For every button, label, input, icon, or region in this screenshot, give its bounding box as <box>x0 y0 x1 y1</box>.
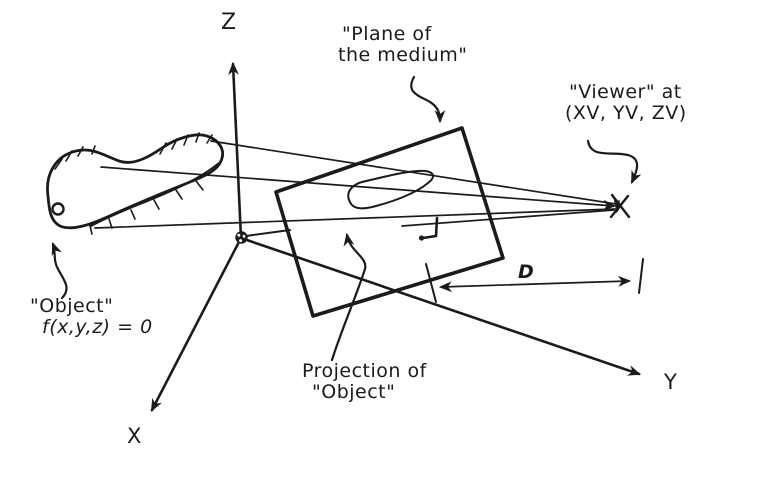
viewer-label: "Viewer" at (XV, YV, ZV) <box>565 82 687 124</box>
viewer-label-line2: (XV, YV, ZV) <box>565 102 687 124</box>
projection-label: Projection of "Object" <box>302 361 427 403</box>
distance-tick-left <box>425 263 437 303</box>
projection-label-line1: Projection of <box>302 360 427 382</box>
viewer-label-line1: "Viewer" at <box>569 81 682 103</box>
x-axis-label: X <box>127 424 142 448</box>
object-hatching <box>54 132 213 235</box>
y-axis-label: Y <box>664 370 678 394</box>
viewer-convergence-marks <box>609 193 631 219</box>
object-fold-line <box>90 162 220 227</box>
origin-ray-segment <box>245 229 291 237</box>
plane-label: "Plane of the medium" <box>338 24 468 66</box>
projection-label-line2: "Object" <box>312 381 396 403</box>
projection-ray-middle <box>100 166 617 211</box>
object-label: "Object" f(x,y,z) = 0 <box>30 296 153 338</box>
distance-tick-right <box>638 258 644 294</box>
object-outline <box>46 133 225 230</box>
plane-label-line2: the medium" <box>338 44 468 66</box>
perpendicular-hook <box>418 216 439 241</box>
z-axis <box>228 61 243 240</box>
distance-label: D <box>518 261 534 283</box>
plane-annotation-arrow <box>410 75 446 124</box>
object-eye <box>51 202 65 216</box>
object-label-line2: f(x,y,z) = 0 <box>42 316 153 338</box>
plane-label-line1: "Plane of <box>342 23 432 45</box>
viewer-annotation-arrow <box>586 139 642 184</box>
projection-ray-bottom <box>94 208 616 229</box>
projection-ray-top <box>210 140 617 205</box>
z-axis-label: Z <box>221 10 237 35</box>
distance-dimension-line <box>438 275 632 293</box>
plane-outline <box>274 126 505 318</box>
x-axis <box>150 236 243 412</box>
projection-annotation-arrow <box>330 232 367 362</box>
object-label-line1: "Object" <box>30 295 114 317</box>
origin-knot <box>235 231 248 244</box>
y-axis <box>239 236 642 376</box>
object-annotation-arrow <box>51 241 68 300</box>
